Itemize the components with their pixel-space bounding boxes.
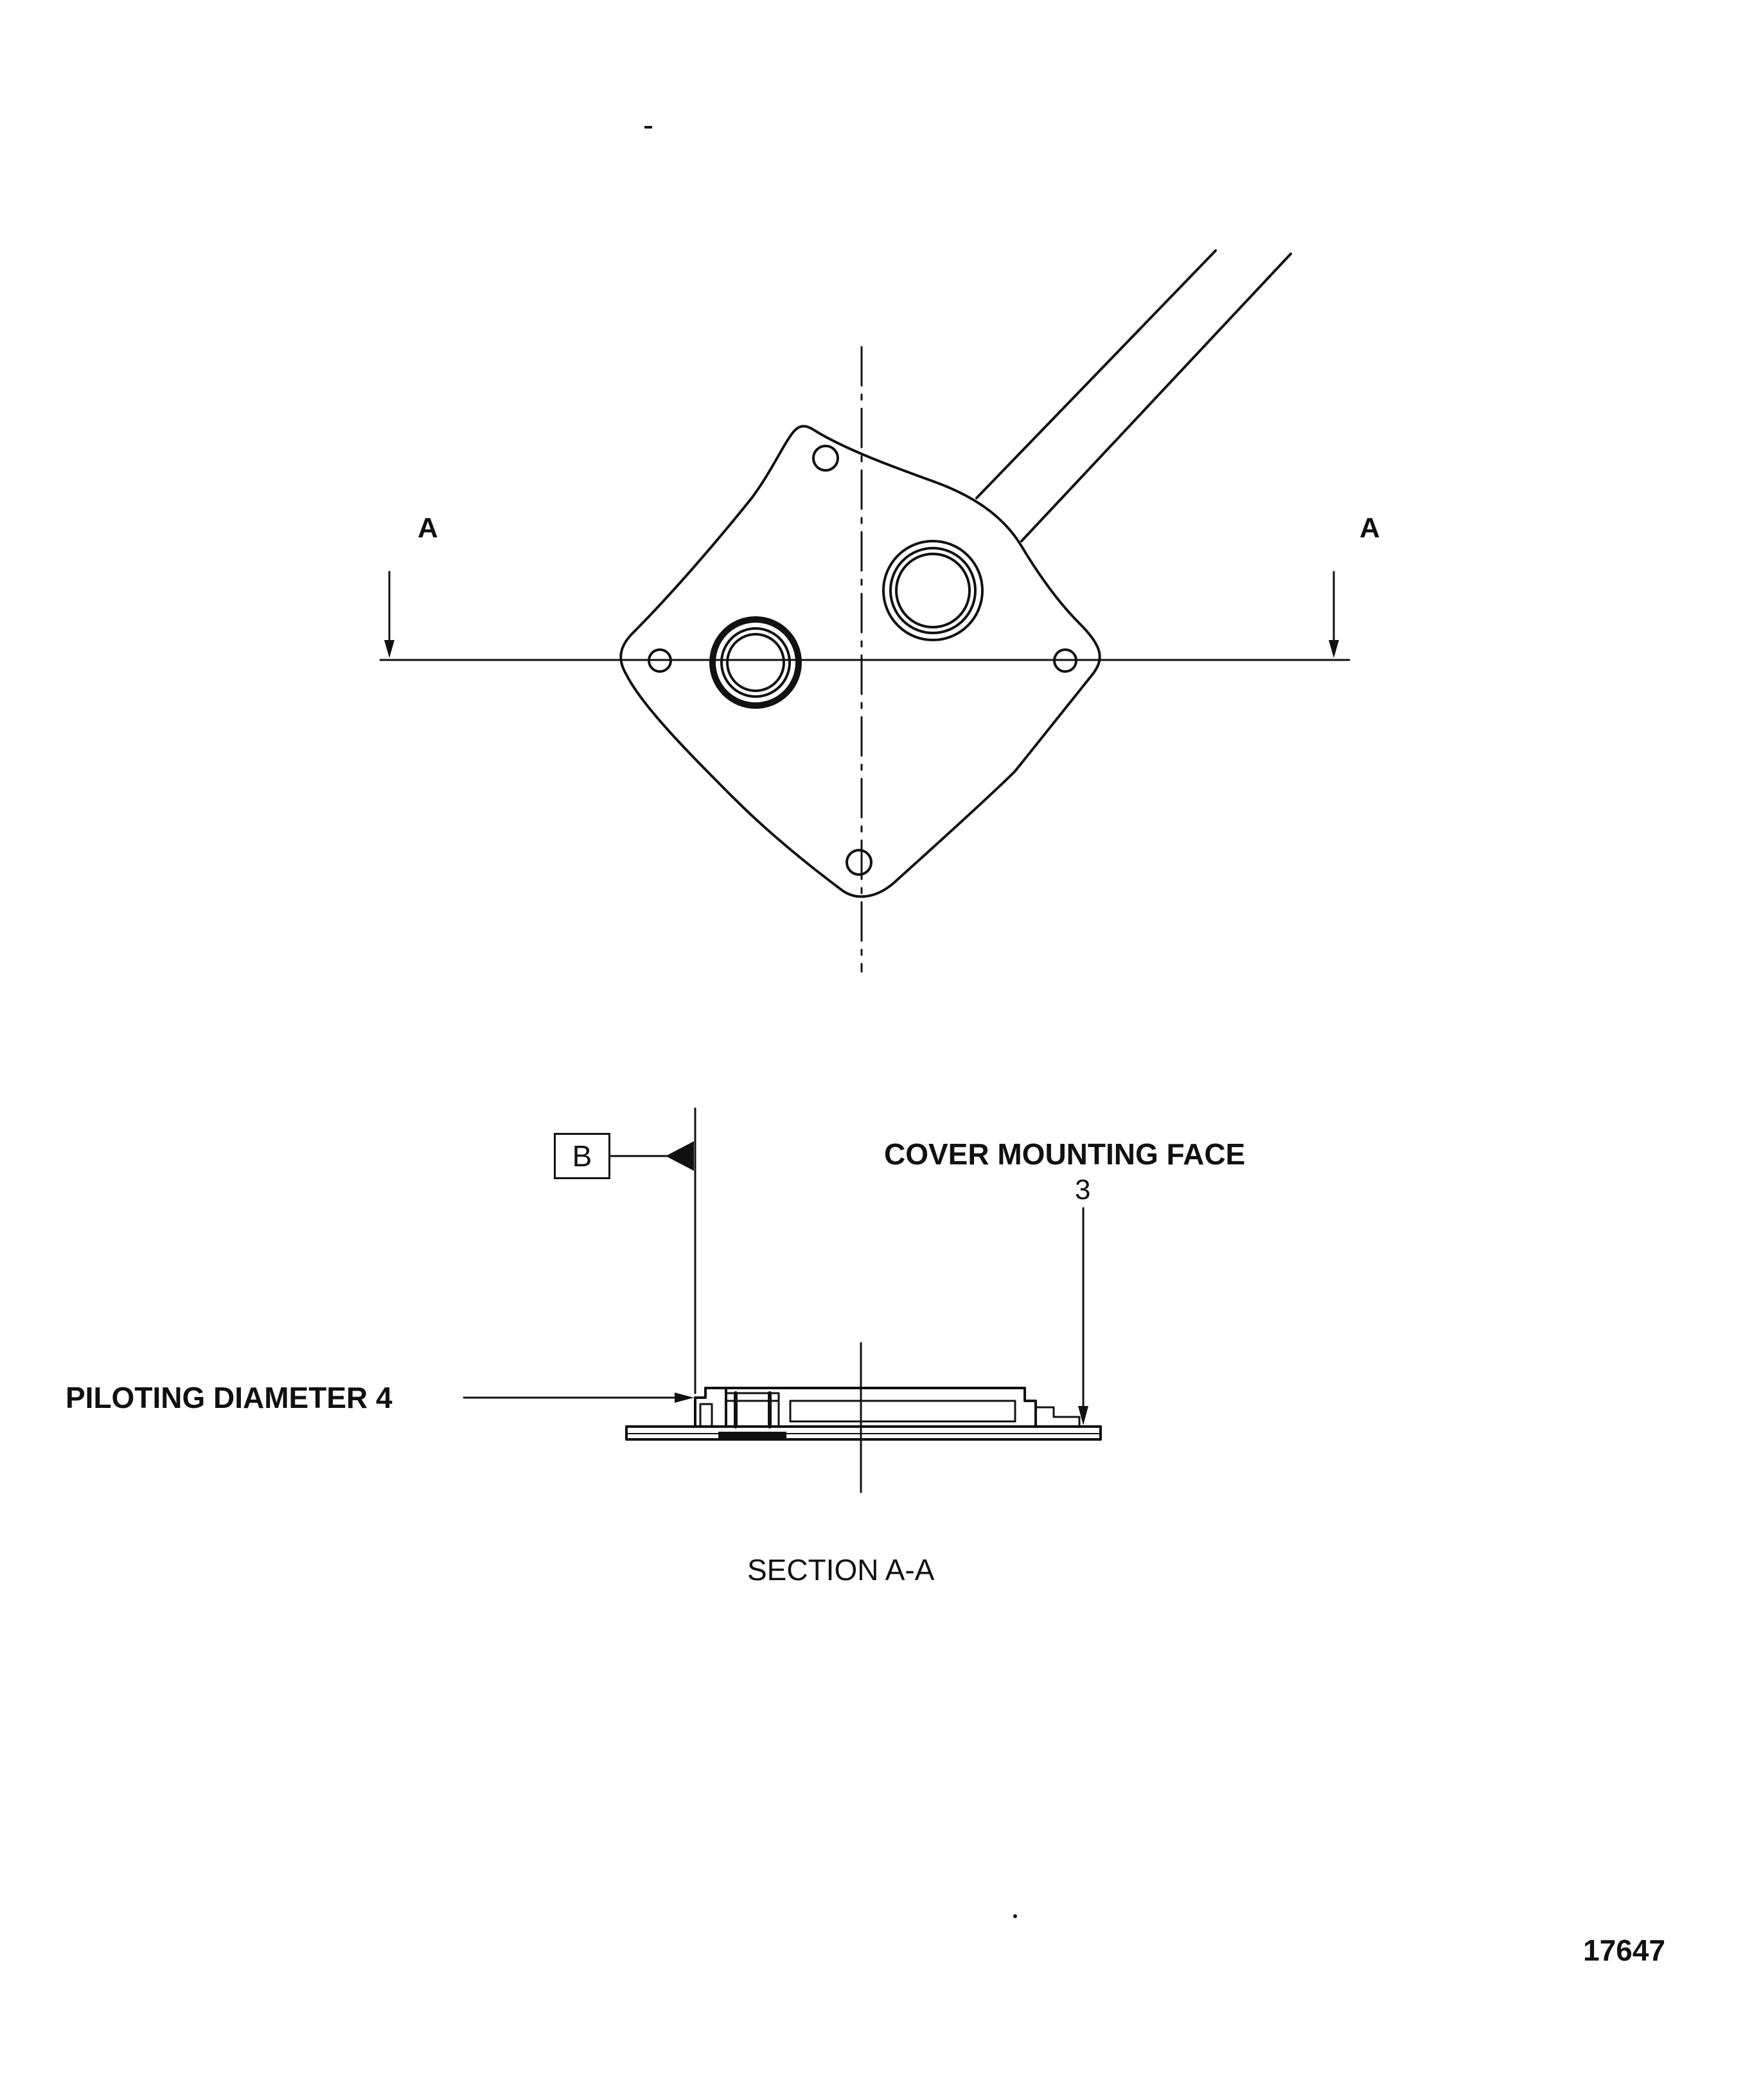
section-arrow-right-head xyxy=(1329,640,1339,658)
right-lip xyxy=(1036,1407,1079,1427)
section-marker-left: A xyxy=(418,512,438,544)
cover-face-arrow-head xyxy=(1078,1406,1088,1425)
datum-triangle xyxy=(666,1141,694,1171)
cover-mounting-face-number: 3 xyxy=(1075,1174,1091,1206)
port-boss-section xyxy=(718,1393,786,1439)
bolt-hole-bottom xyxy=(847,850,871,875)
scan-artifacts xyxy=(644,126,1017,1918)
large-port-boss xyxy=(883,541,982,640)
cover-mounting-face-label: COVER MOUNTING FACE xyxy=(884,1137,1246,1171)
cover-body xyxy=(705,1388,1036,1427)
tube-line-upper xyxy=(977,251,1216,498)
section-marker-right: A xyxy=(1360,512,1380,544)
tube-line-lower xyxy=(1022,254,1291,541)
piloting-arrow-head xyxy=(675,1393,694,1403)
drawing-number: 17647 xyxy=(1583,1934,1665,1967)
datum-b-box: B xyxy=(554,1133,610,1179)
flange-outline xyxy=(621,426,1099,896)
section-arrow-left-head xyxy=(384,640,394,658)
small-port-boss xyxy=(713,619,799,706)
bolt-hole-top xyxy=(813,446,838,470)
datum-b-label: B xyxy=(572,1139,592,1173)
section-view xyxy=(464,1108,1101,1492)
piloting-diameter-label: PILOTING DIAMETER 4 xyxy=(66,1381,393,1414)
section-caption: SECTION A-A xyxy=(747,1553,935,1587)
top-view xyxy=(380,251,1349,972)
